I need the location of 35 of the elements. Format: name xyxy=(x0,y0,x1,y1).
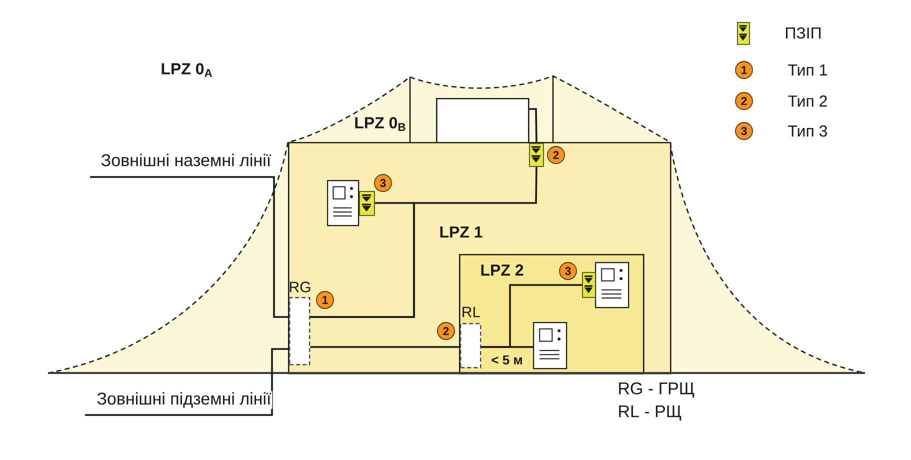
edge-label: Зовнішні наземні лінії xyxy=(100,152,272,168)
legend-text: Тип 2 xyxy=(788,95,827,107)
number-badge: 1 xyxy=(735,61,753,79)
distribution-board: RL xyxy=(460,306,482,368)
number-badge: 3 xyxy=(374,174,392,192)
node-label: RG xyxy=(290,282,310,292)
abbreviation-note: RL - РЩ xyxy=(619,405,682,421)
connection-line xyxy=(481,346,533,348)
legend-text: Тип 3 xyxy=(788,125,827,137)
connection-line xyxy=(85,348,289,416)
number-badge: 2 xyxy=(547,146,565,164)
edge-label: < 5 м xyxy=(490,354,524,366)
device-icon xyxy=(595,262,630,308)
number-badge: 2 xyxy=(437,322,455,340)
device-icon xyxy=(327,180,360,226)
distribution-board: RG xyxy=(289,282,310,366)
node-label: RL xyxy=(462,306,480,318)
number-badge: 3 xyxy=(735,122,753,140)
zone-label: LPZ 0$_{A}$ xyxy=(162,63,212,77)
connection-line xyxy=(310,202,415,318)
legend-text: Тип 1 xyxy=(788,64,827,76)
number-badge: 1 xyxy=(316,291,334,309)
edge-label: Зовнішні підземні лінії xyxy=(96,391,272,409)
connection-line xyxy=(310,346,460,348)
legend-text: ПЗІП xyxy=(786,27,821,39)
abbreviation-note: RG - ГРЩ xyxy=(619,382,694,398)
connection-line xyxy=(90,176,289,318)
surge-protector-icon xyxy=(529,143,544,167)
connection-line xyxy=(529,108,538,143)
device-icon xyxy=(533,322,568,370)
rooftop-box xyxy=(436,98,530,144)
number-badge: 2 xyxy=(735,92,753,110)
number-badge: 3 xyxy=(559,262,577,280)
surge-protector-icon xyxy=(582,272,596,298)
surge-protector-icon xyxy=(359,191,375,216)
